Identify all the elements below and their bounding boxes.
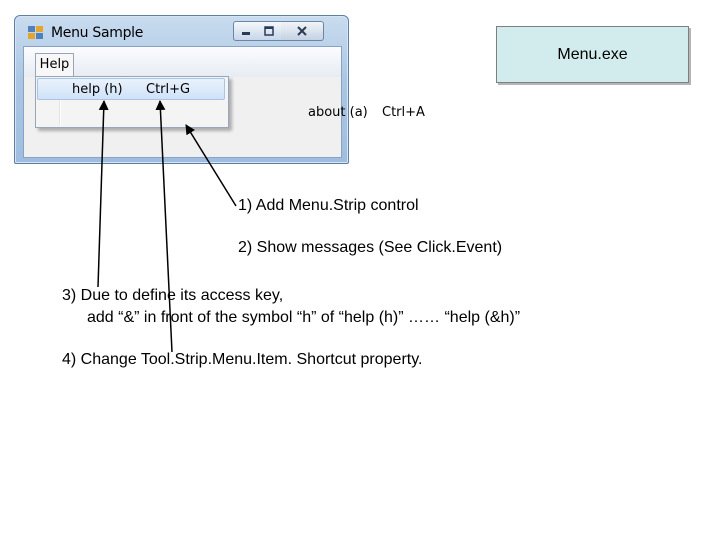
menu-item-about[interactable]: about (a) Ctrl+A <box>274 102 462 124</box>
menu-strip: Help <box>24 47 341 77</box>
close-button[interactable] <box>281 21 324 41</box>
menu-item-about-shortcut: Ctrl+A <box>382 105 425 120</box>
note-step-4: 4) Change Tool.Strip.Menu.Item. Shortcut… <box>62 351 423 368</box>
minimize-icon <box>242 32 250 35</box>
maximize-icon <box>264 26 274 36</box>
note-step-2: 2) Show messages (See Click.Event) <box>238 239 503 256</box>
help-dropdown: help (h) Ctrl+G about (a) Ctrl+A <box>35 76 425 128</box>
menu-sample-window: Menu Sample Help help (h) Ctrl+G about (… <box>14 15 425 164</box>
close-icon <box>297 26 307 36</box>
menu-item-help[interactable]: help (h) Ctrl+G <box>37 78 225 100</box>
note-step-1: 1) Add Menu.Strip control <box>238 197 419 214</box>
exe-callout-text: Menu.exe <box>557 45 628 63</box>
note-step-3-line-1: 3) Due to define its access key, <box>62 287 284 304</box>
menu-item-help-shortcut: Ctrl+G <box>146 82 191 97</box>
app-icon <box>28 26 43 39</box>
menu-item-help-label: help (h) <box>72 82 123 97</box>
client-area: Help help (h) Ctrl+G about (a) Ctrl+A <box>23 46 425 158</box>
note-step-3-line-2: add “&” in front of the symbol “h” of “h… <box>87 309 521 326</box>
menu-help[interactable]: Help <box>35 53 74 77</box>
minimize-button[interactable] <box>233 21 259 41</box>
exe-callout: Menu.exe <box>496 26 689 83</box>
maximize-button[interactable] <box>257 21 282 41</box>
menu-item-about-label: about (a) <box>308 105 368 120</box>
window-title: Menu Sample <box>51 25 144 41</box>
